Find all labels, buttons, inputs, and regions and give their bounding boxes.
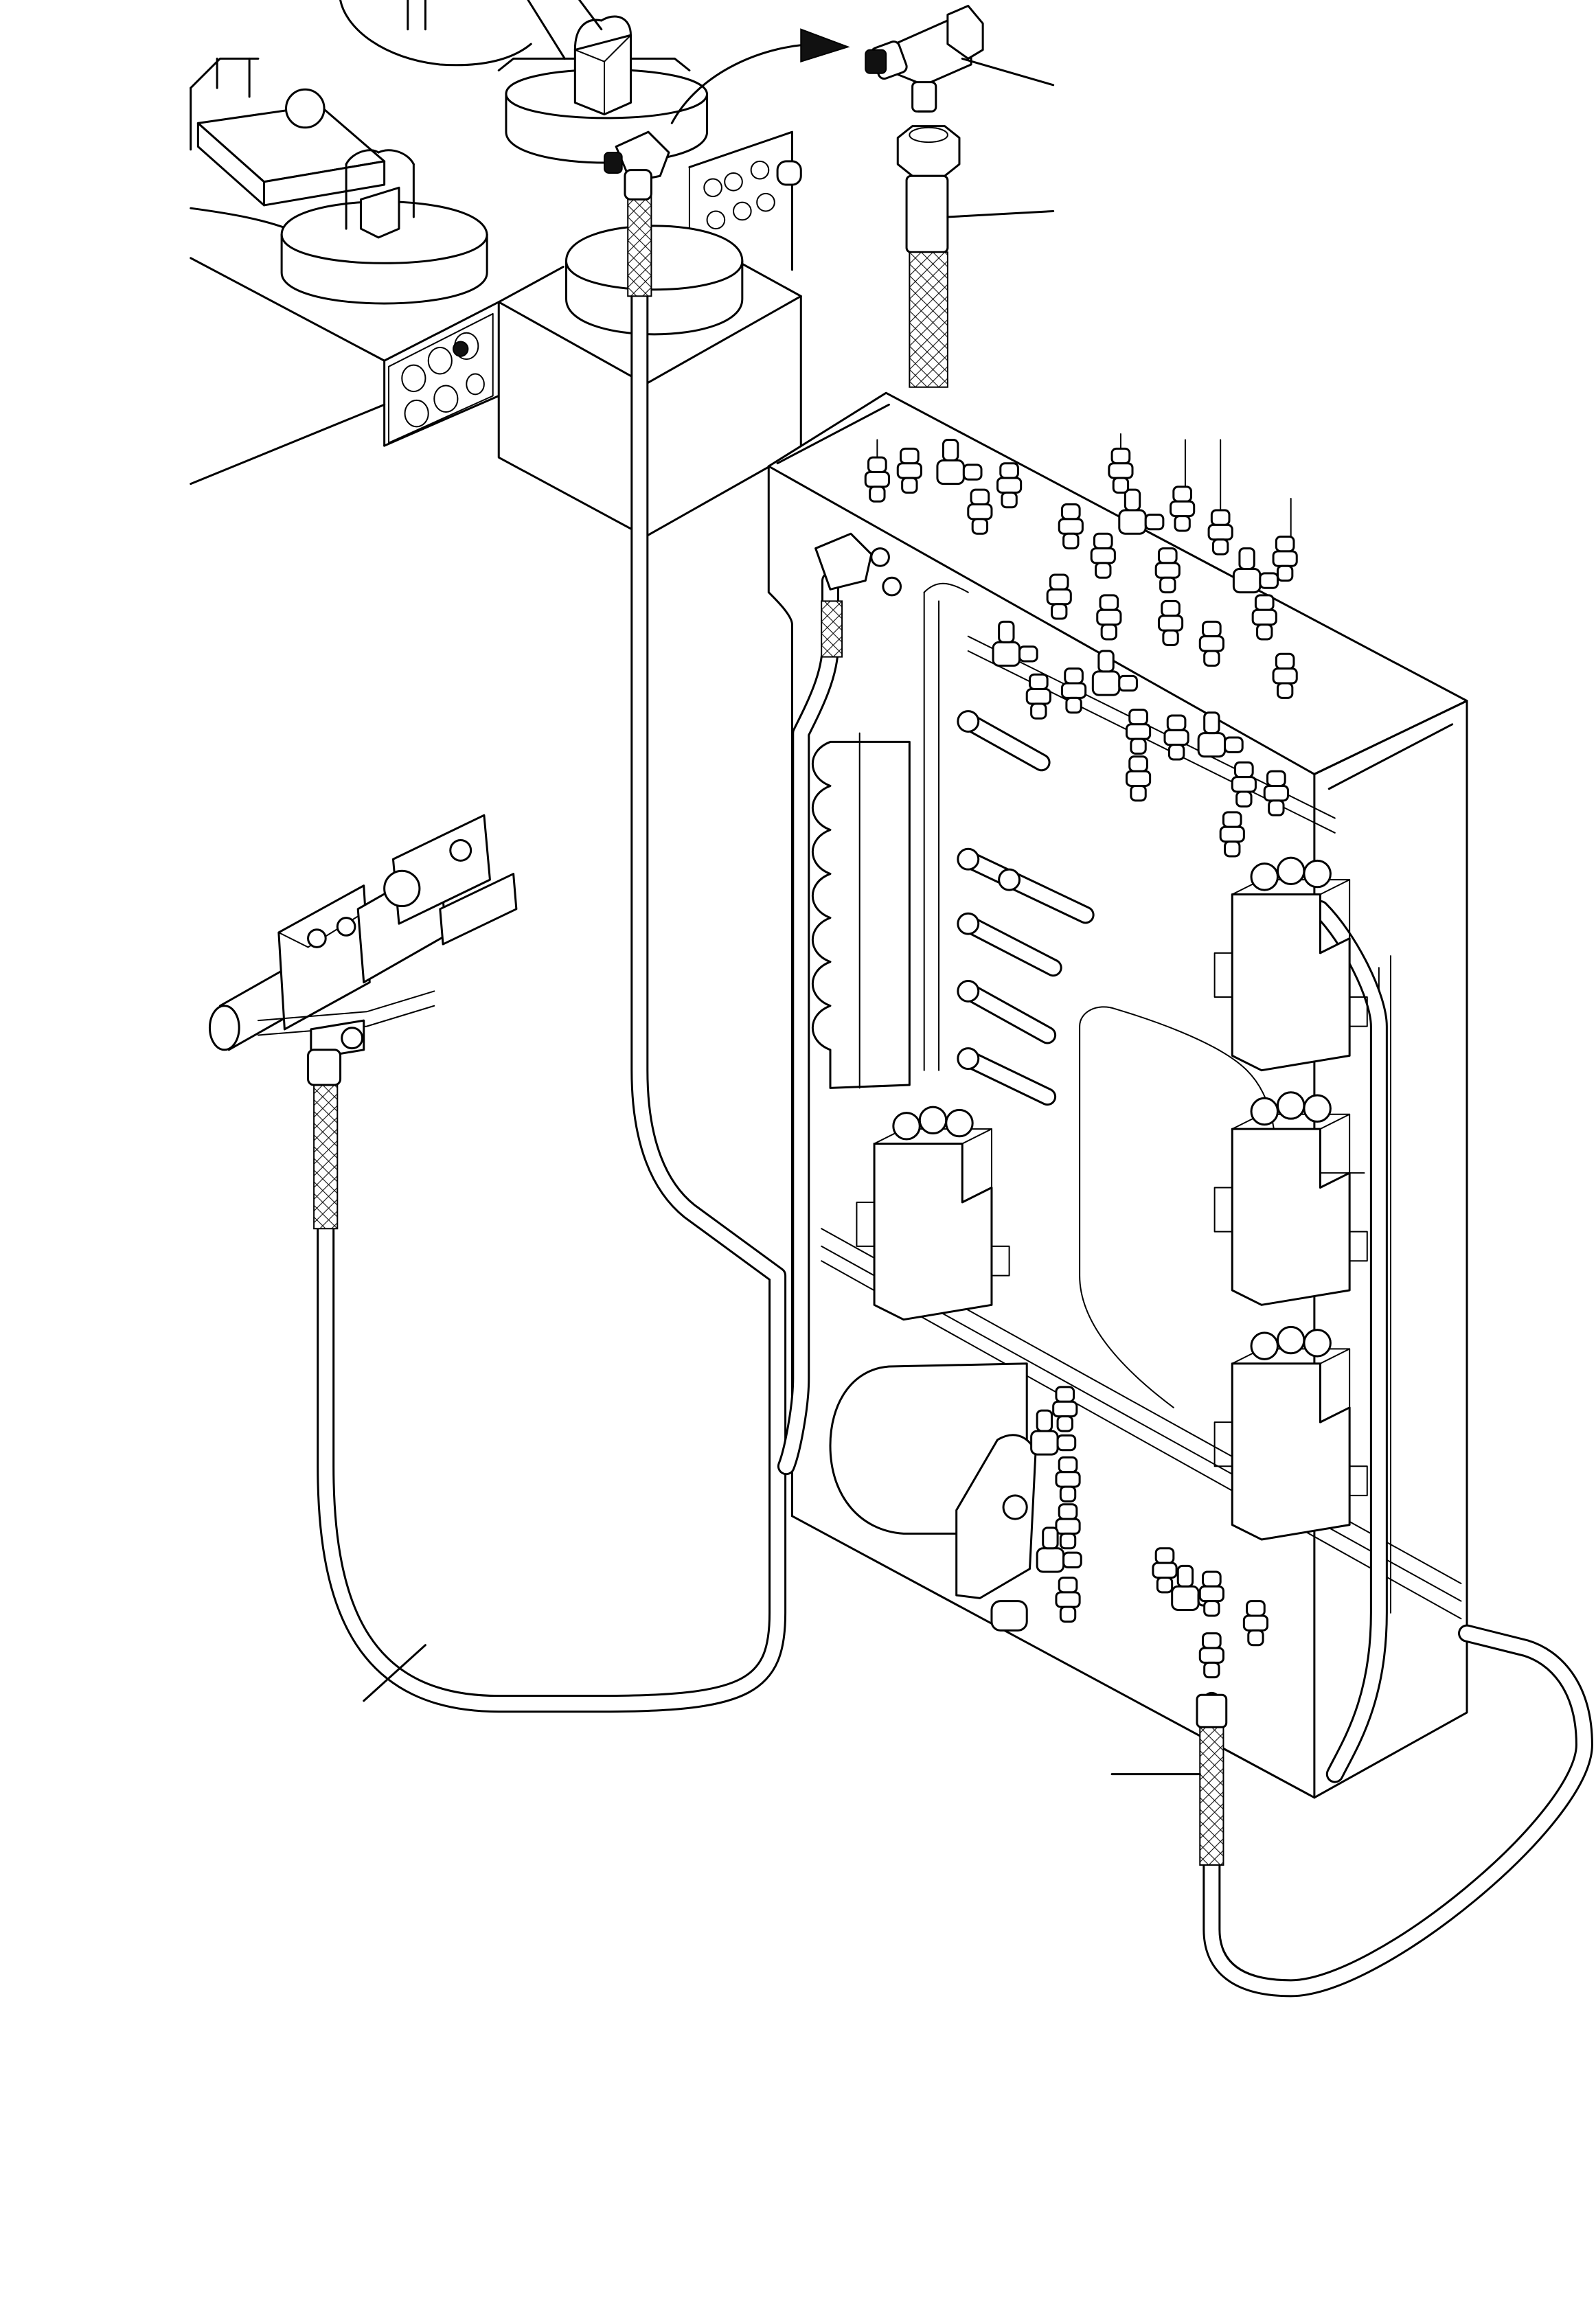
upper-machine-assembly xyxy=(191,0,801,536)
valve-block-right-top xyxy=(1215,858,1367,1071)
valve-block-right-mid xyxy=(1215,1093,1367,1305)
hose-end-detail xyxy=(898,126,1053,387)
left-valve-assembly xyxy=(209,815,516,1085)
rail-fittings xyxy=(958,621,1335,1097)
valve-block-mid-left xyxy=(856,1107,1009,1320)
detail-arrow xyxy=(672,30,847,124)
lower-fittings xyxy=(992,1387,1268,1678)
top-fittings xyxy=(865,434,1297,698)
accumulator xyxy=(830,1364,1036,1599)
scalloped-valve-stack xyxy=(812,733,909,1088)
long-hose-1 xyxy=(314,132,777,1704)
bottom-loop-hose xyxy=(1112,1634,1584,1989)
valve-block-right-bot xyxy=(1215,1327,1367,1540)
elbow-fitting-detail xyxy=(865,6,1053,112)
